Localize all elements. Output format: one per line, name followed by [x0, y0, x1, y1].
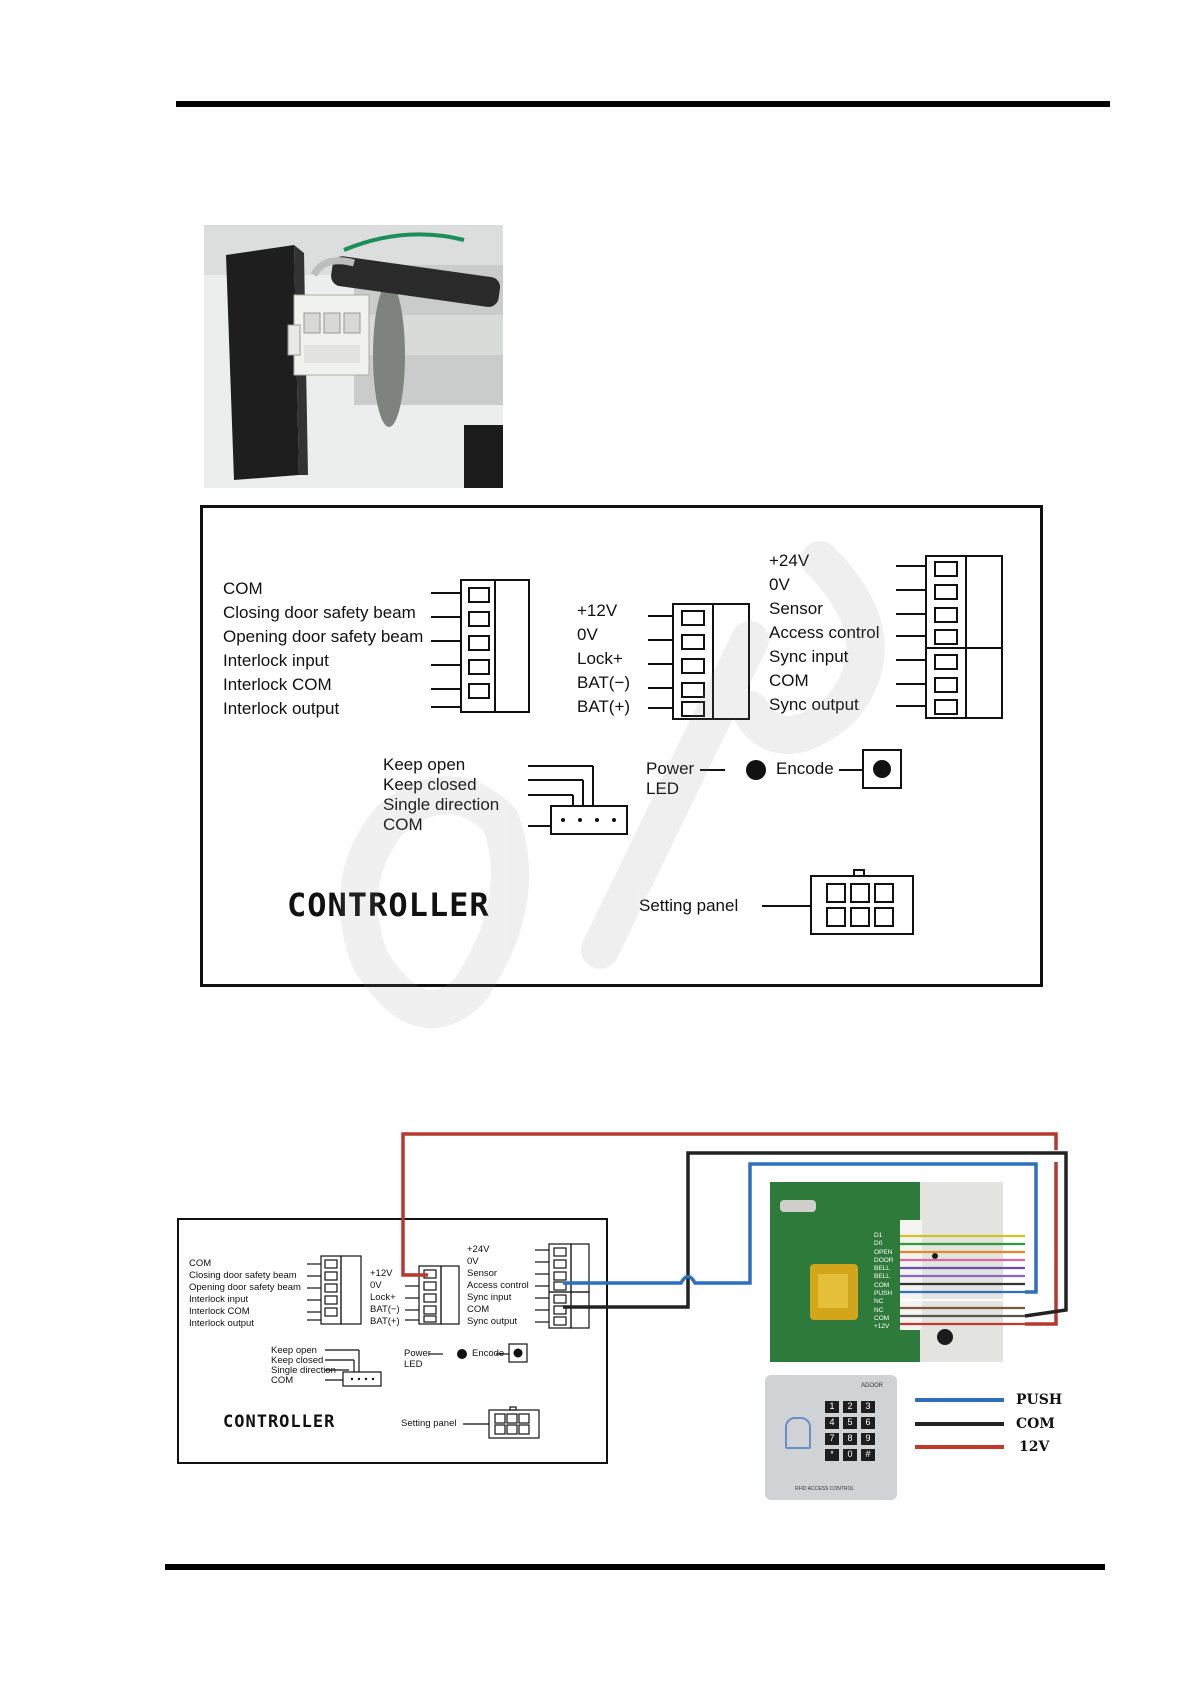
- terminal-label: BAT(−): [577, 673, 631, 692]
- header-rule: [176, 101, 1110, 107]
- legend-com: COM: [1016, 1416, 1055, 1432]
- terminal-label: Opening door safety beam: [189, 1282, 301, 1293]
- terminal-label: Interlock COM: [223, 675, 332, 694]
- keypad-caption: RFID ACCESS CONTROL: [795, 1486, 855, 1492]
- pin-label: D1: [874, 1232, 883, 1239]
- key: 6: [861, 1417, 875, 1429]
- pin-label: NC: [874, 1298, 884, 1306]
- keypad-brand: ADOOR: [860, 1383, 883, 1389]
- terminal-label: +24V: [769, 551, 810, 570]
- legend-12v: 12V: [1019, 1439, 1050, 1455]
- controller-diagram-graphics: [431, 555, 1003, 935]
- terminal-label: BAT(+): [577, 697, 631, 716]
- terminal-label: 0V: [467, 1256, 479, 1267]
- terminal-label: Interlock COM: [189, 1306, 250, 1317]
- encode-label: Encode: [472, 1348, 505, 1359]
- terminal-label: Closing door safety beam: [223, 603, 416, 622]
- controller-title: CONTROLLER: [223, 1412, 336, 1432]
- encode-label: Encode: [776, 759, 834, 778]
- key: 4: [825, 1417, 839, 1429]
- mode-label: Keep closed: [271, 1355, 324, 1366]
- terminal-label: Sync input: [769, 647, 849, 666]
- key: 2: [843, 1401, 857, 1413]
- terminal-label: Sensor: [769, 599, 823, 618]
- terminal-label: COM: [467, 1304, 490, 1315]
- pin-label: COM: [874, 1314, 890, 1322]
- rfid-keypad-photo: ADOOR 1 2 3 4 5 6 7 8 9 * 0 # RFID ACCES…: [765, 1375, 897, 1500]
- led-label: LED: [646, 779, 680, 798]
- power-label: Power: [404, 1348, 431, 1359]
- key: 0: [843, 1449, 857, 1461]
- key: 7: [825, 1433, 839, 1445]
- terminal-label: Sync input: [467, 1292, 512, 1303]
- pin-label: BELL: [874, 1273, 890, 1281]
- terminal-label: COM: [223, 579, 263, 598]
- mode-label: COM: [271, 1375, 294, 1386]
- pin-label: BELL: [874, 1265, 890, 1273]
- terminal-label: Sync output: [467, 1316, 518, 1327]
- small-controller-diagram: COM Closing door safety beam Opening doo…: [177, 1218, 608, 1464]
- pin-label: D0: [874, 1240, 883, 1248]
- terminal-label: COM: [189, 1258, 212, 1269]
- footer-rule: [165, 1564, 1105, 1570]
- led-label: LED: [404, 1359, 423, 1370]
- pin-label: PUSH: [874, 1290, 893, 1298]
- pin-label: +12V: [874, 1323, 890, 1331]
- pin-label: COM: [874, 1281, 890, 1289]
- pin-label: NC: [874, 1306, 884, 1314]
- terminal-label: Interlock output: [189, 1318, 254, 1329]
- key: 9: [861, 1433, 875, 1445]
- terminal-label: Access control: [769, 623, 880, 642]
- motor-terminal-photo: [204, 225, 503, 488]
- key: 1: [825, 1401, 839, 1413]
- terminal-label: Sensor: [467, 1268, 498, 1279]
- keypad-grid: 1 2 3 4 5 6 7 8 9 * 0 #: [825, 1401, 875, 1461]
- key: #: [861, 1449, 875, 1461]
- setting-panel-label: Setting panel: [401, 1418, 457, 1429]
- terminal-label: BAT(−): [370, 1304, 400, 1315]
- key: *: [825, 1449, 839, 1461]
- terminal-label: 0V: [769, 575, 790, 594]
- keypad-reader-icon: [785, 1417, 811, 1449]
- terminal-label: +12V: [370, 1268, 393, 1279]
- terminal-label: Access control: [467, 1280, 529, 1291]
- terminal-label: 0V: [577, 625, 598, 644]
- small-controller-graphics: [307, 1243, 590, 1439]
- key: 5: [843, 1417, 857, 1429]
- mode-label: Single direction: [383, 795, 500, 814]
- mode-label: Single direction: [271, 1365, 336, 1376]
- setting-panel-label: Setting panel: [639, 896, 739, 915]
- terminal-label: +12V: [577, 601, 618, 620]
- terminal-label: Lock+: [577, 649, 623, 668]
- controller-diagram: COM Closing door safety beam Opening doo…: [200, 505, 1043, 987]
- key: 3: [861, 1401, 875, 1413]
- terminal-label: Interlock input: [223, 651, 329, 670]
- terminal-label: Interlock output: [223, 699, 340, 718]
- controller-title: CONTROLLER: [287, 886, 490, 924]
- terminal-label: +24V: [467, 1244, 490, 1255]
- legend-push: PUSH: [1016, 1392, 1063, 1408]
- terminal-label: BAT(+): [370, 1316, 400, 1327]
- terminal-label: Closing door safety beam: [189, 1270, 297, 1281]
- key: 8: [843, 1433, 857, 1445]
- terminal-label: Sync output: [769, 695, 859, 714]
- power-label: Power: [646, 759, 695, 778]
- mode-label: Keep open: [383, 755, 466, 774]
- terminal-label: Lock+: [370, 1292, 396, 1303]
- terminal-label: Interlock input: [189, 1294, 249, 1305]
- terminal-label: COM: [769, 671, 809, 690]
- mode-label: Keep open: [271, 1345, 317, 1356]
- pin-label: DOOR: [874, 1256, 894, 1264]
- mode-label: Keep closed: [383, 775, 477, 794]
- mode-label: COM: [383, 815, 423, 834]
- terminal-label: 0V: [370, 1280, 382, 1291]
- pin-label: OPEN: [874, 1248, 893, 1256]
- pin-labels: D1 D0 OPEN DOOR BELL BELL COM PUSH NC NC…: [874, 1232, 894, 1332]
- terminal-label: Opening door safety beam: [223, 627, 424, 646]
